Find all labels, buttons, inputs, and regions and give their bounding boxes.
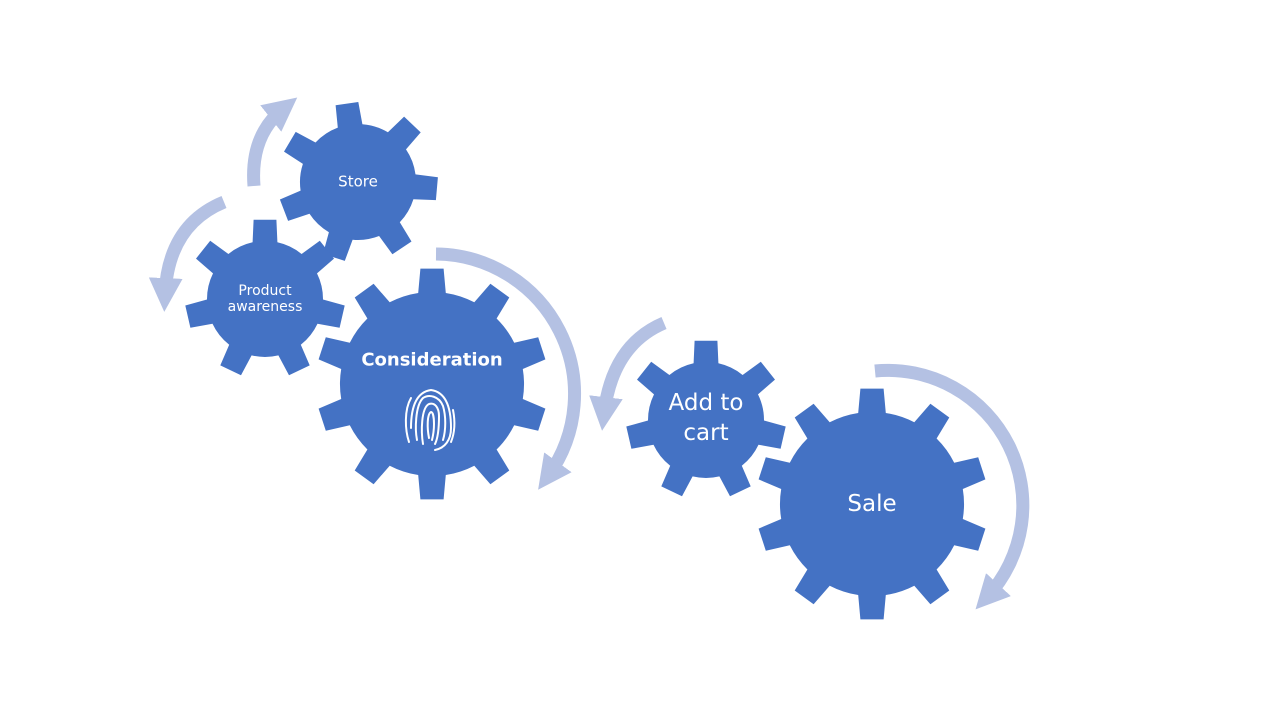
fingerprint-icon: [404, 388, 456, 451]
gears-group: [185, 102, 986, 620]
gear-cart: [626, 340, 786, 497]
consideration-label: Consideration: [361, 349, 503, 371]
gear-consideration: [318, 268, 546, 500]
arrow-cart-left: [589, 317, 667, 431]
gear-sale: [758, 388, 986, 620]
store-label: Store: [338, 172, 378, 191]
arrow-consideration-right: [435, 247, 582, 490]
gear-store: [279, 102, 438, 261]
add-to-cart-label: Add to cart: [668, 390, 744, 446]
arrow-awareness-left: [148, 195, 227, 312]
cycle-arrows: [148, 97, 1030, 610]
gear-awareness: [185, 219, 345, 376]
sale-label: Sale: [847, 490, 897, 517]
arrow-sale-right: [874, 363, 1030, 610]
arrow-store-top: [247, 97, 298, 187]
product-awareness-label: Product awareness: [227, 282, 303, 315]
